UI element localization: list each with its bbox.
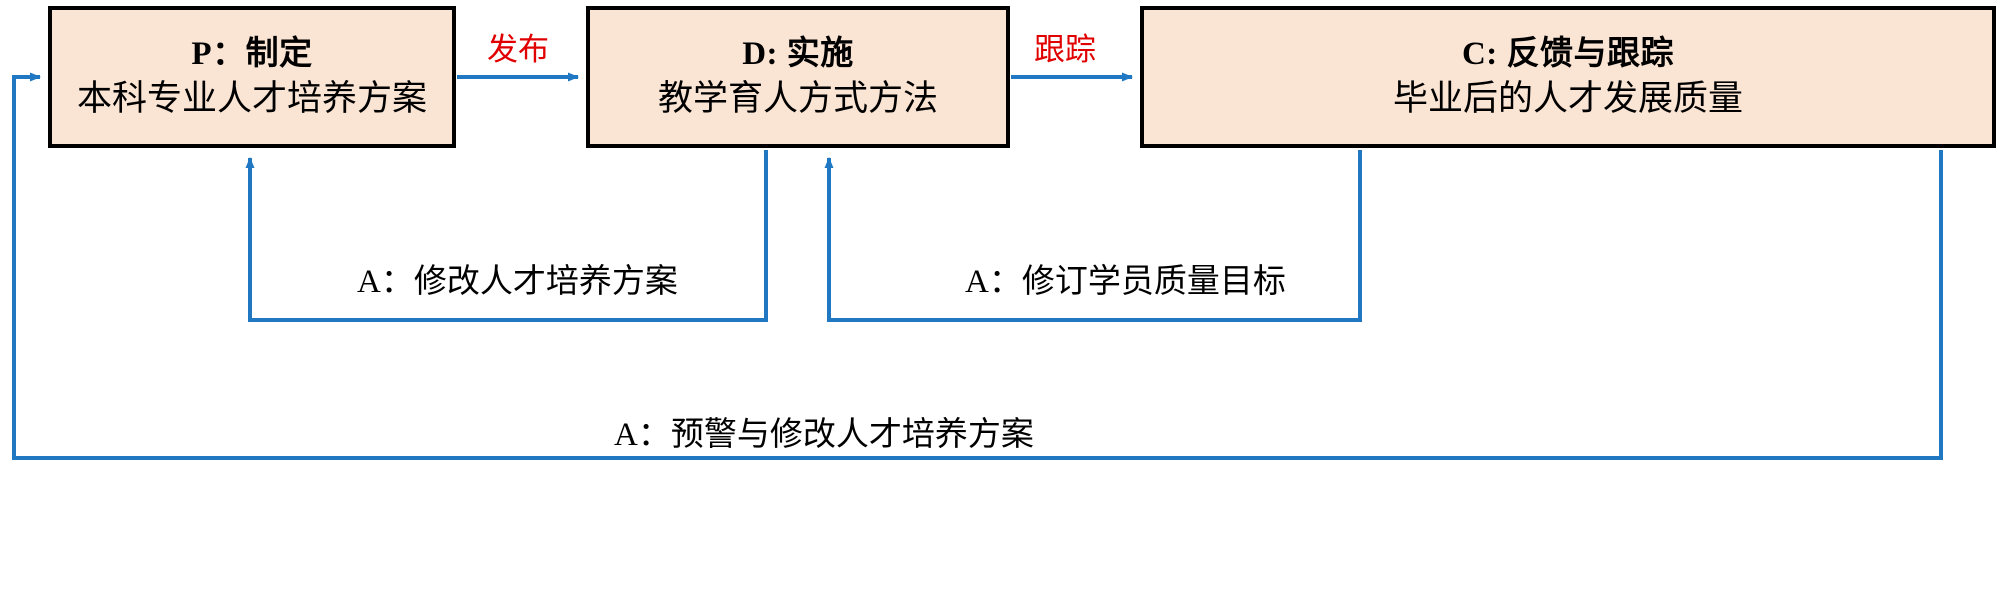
node-check-line1: C: 反馈与跟踪: [1461, 35, 1675, 72]
feedback-label-act-revise-quality-goals: A：修订学员质量目标: [957, 254, 1294, 302]
node-do-line1: D: 实施: [742, 35, 854, 72]
node-plan-line1: P：制定: [191, 35, 313, 72]
feedback-label-act-warn-and-revise: A：预警与修改人才培养方案: [606, 407, 1042, 455]
node-check-line2: 毕业后的人才发展质量: [1392, 78, 1743, 118]
feedback-arrow-c-to-d: [824, 150, 1362, 322]
node-do-line2: 教学育人方式方法: [657, 78, 938, 118]
node-plan-line2: 本科专业人才培养方案: [76, 78, 427, 118]
feedback-label-act-revise-program: A：修改人才培养方案: [349, 254, 686, 302]
feedback-arrow-d-to-p: [245, 150, 768, 322]
node-plan[interactable]: P：制定 本科专业人才培养方案: [48, 6, 456, 148]
edge-label-publish: 发布: [487, 32, 549, 67]
feedback-arrow-c-to-p-outer: [12, 72, 1943, 460]
node-do[interactable]: D: 实施 教学育人方式方法: [586, 6, 1010, 148]
edge-label-track: 跟踪: [1034, 32, 1096, 67]
node-check[interactable]: C: 反馈与跟踪 毕业后的人才发展质量: [1140, 6, 1996, 148]
